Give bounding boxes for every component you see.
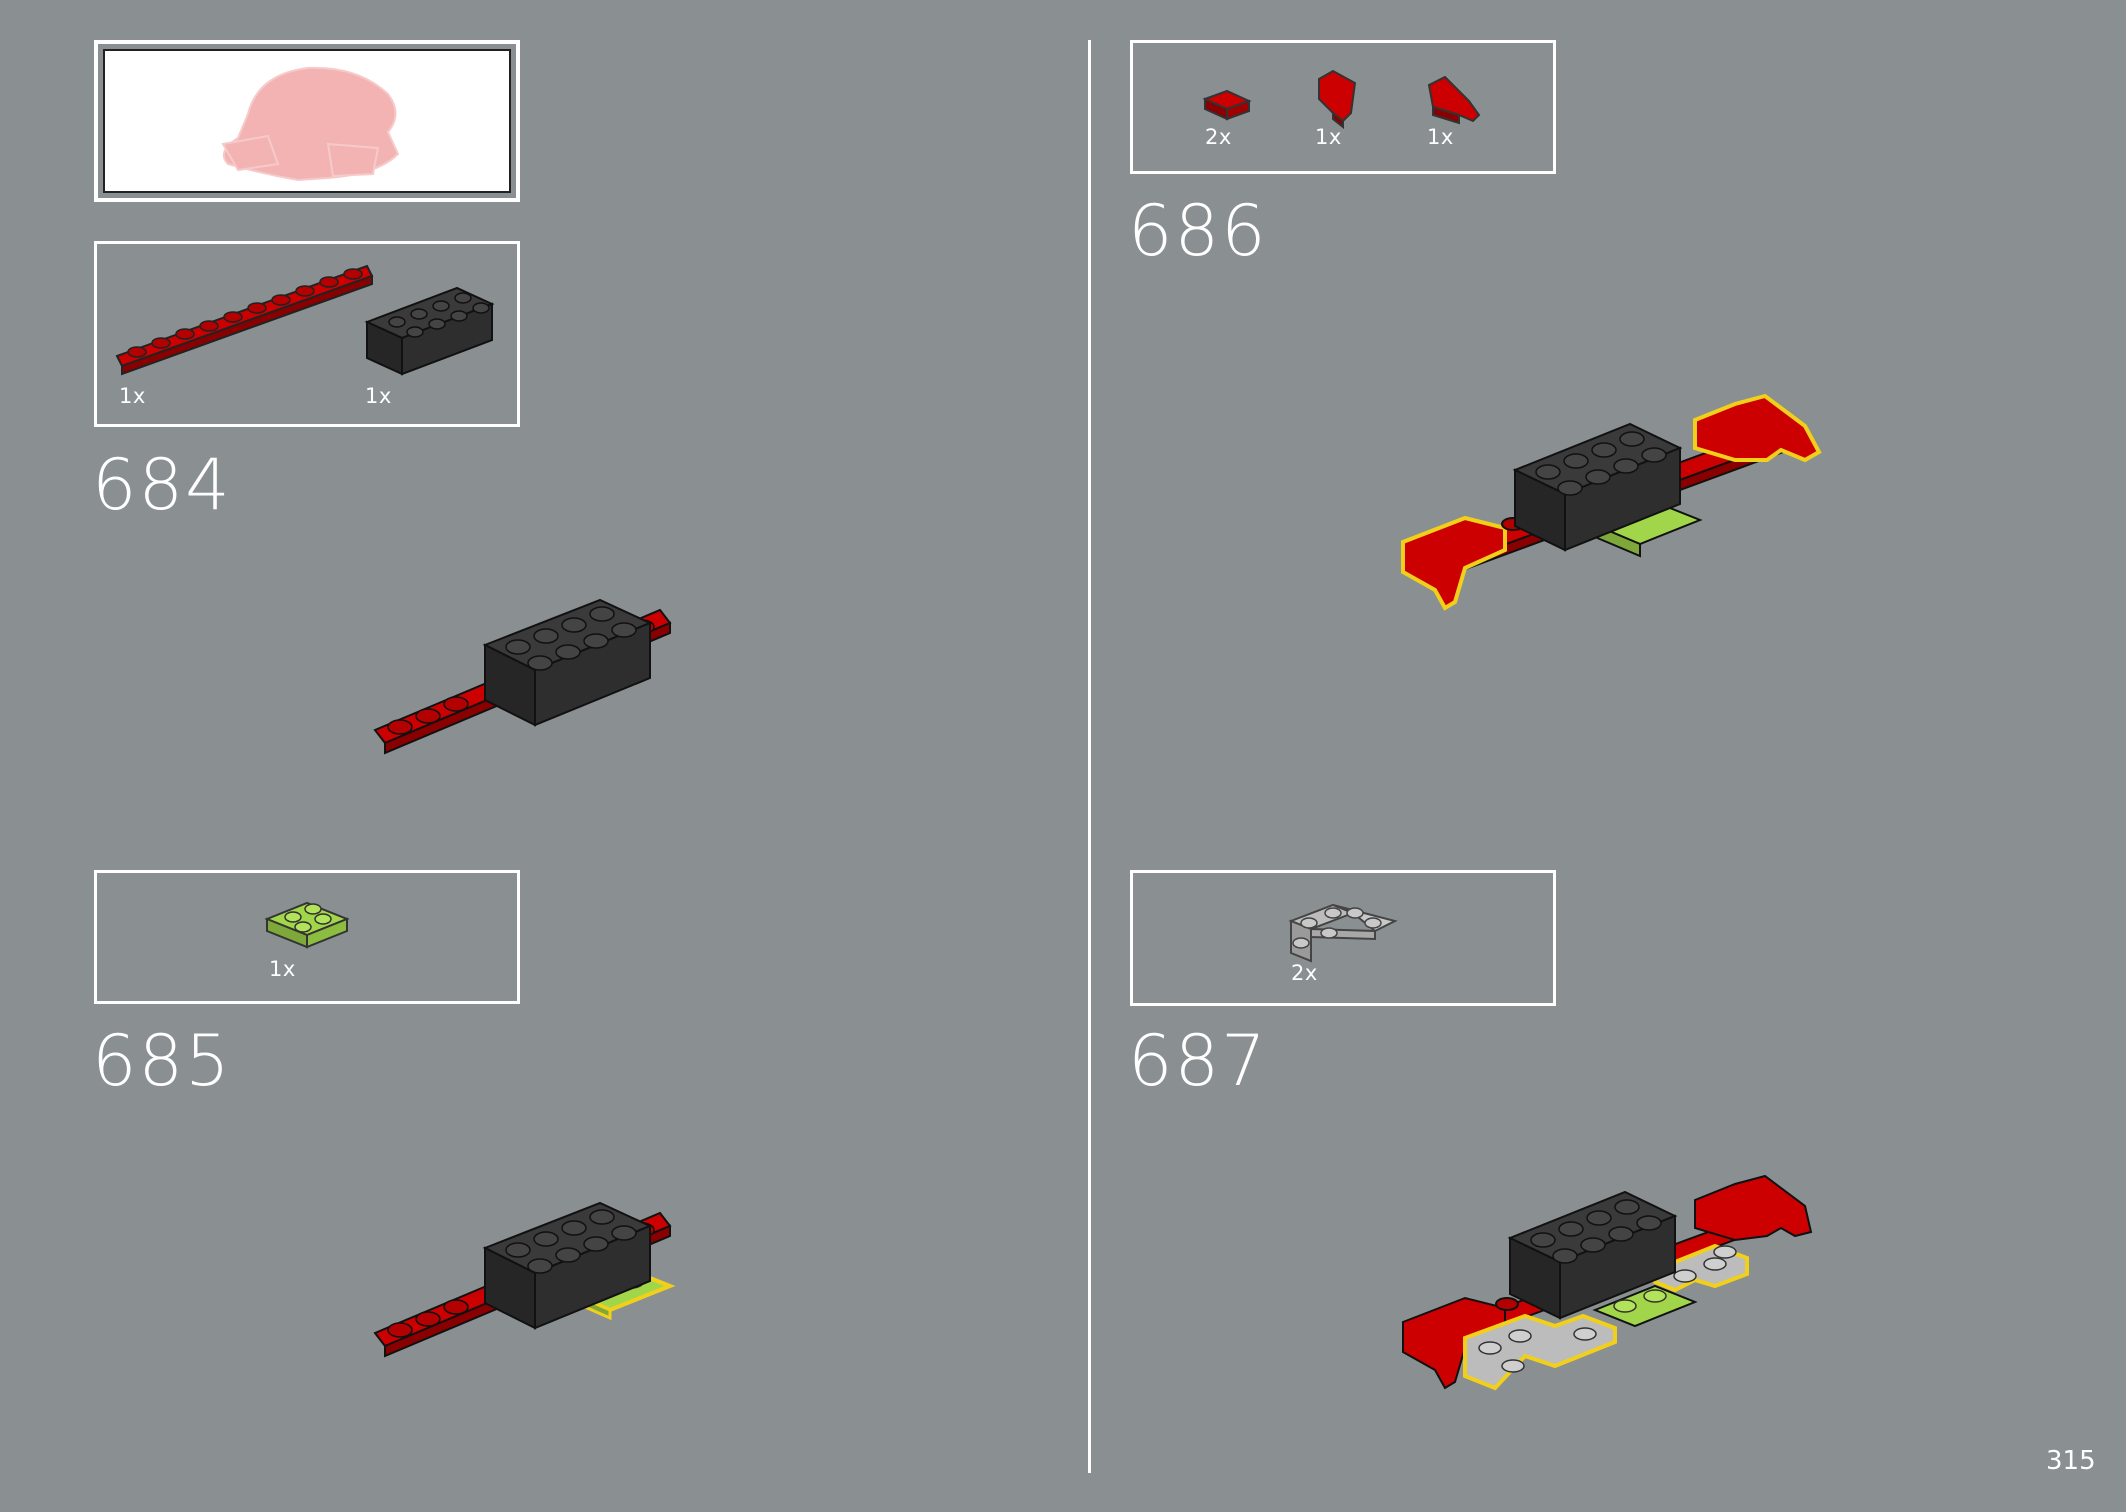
- step-number: 684: [92, 444, 232, 526]
- gray-corner-plate-icon: [1288, 903, 1398, 963]
- step-number: 686: [1128, 190, 1268, 272]
- step-687-model-drawing: [1402, 1174, 1813, 1391]
- red-tile-1x1-icon: [1202, 89, 1252, 121]
- part-qty: 1x: [269, 957, 296, 981]
- parts-box-step-685: 1x: [94, 870, 520, 1004]
- part-qty: 2x: [1205, 125, 1232, 149]
- step-686-model-drawing: [1401, 393, 1822, 611]
- parts-box-step-687: 2x: [1130, 870, 1556, 1006]
- page-divider: [1088, 40, 1091, 1473]
- red-wedge-right-icon: [1427, 75, 1481, 125]
- ghost-submodel-image: [221, 66, 400, 182]
- part-qty: 1x: [119, 384, 146, 408]
- page-number: 315: [2046, 1446, 2096, 1476]
- submodel-callout: [94, 40, 520, 202]
- part-qty: 1x: [1427, 125, 1454, 149]
- step-number: 687: [1128, 1020, 1268, 1102]
- part-qty: 2x: [1291, 961, 1318, 985]
- part-qty: 1x: [1315, 125, 1342, 149]
- red-plate-1x10-icon: [115, 264, 374, 376]
- part-qty: 1x: [365, 384, 392, 408]
- step-685-model-drawing: [373, 1201, 676, 1358]
- red-wedge-left-icon: [1318, 69, 1357, 130]
- parts-box-step-684: 1x 1x: [94, 241, 520, 427]
- lime-plate-2x2-icon: [264, 901, 350, 949]
- black-brick-2x4-icon: [364, 286, 495, 376]
- step-number: 685: [92, 1020, 232, 1102]
- step-684-model-drawing: [373, 598, 672, 755]
- parts-box-step-686: 2x 1x 1x: [1130, 40, 1556, 174]
